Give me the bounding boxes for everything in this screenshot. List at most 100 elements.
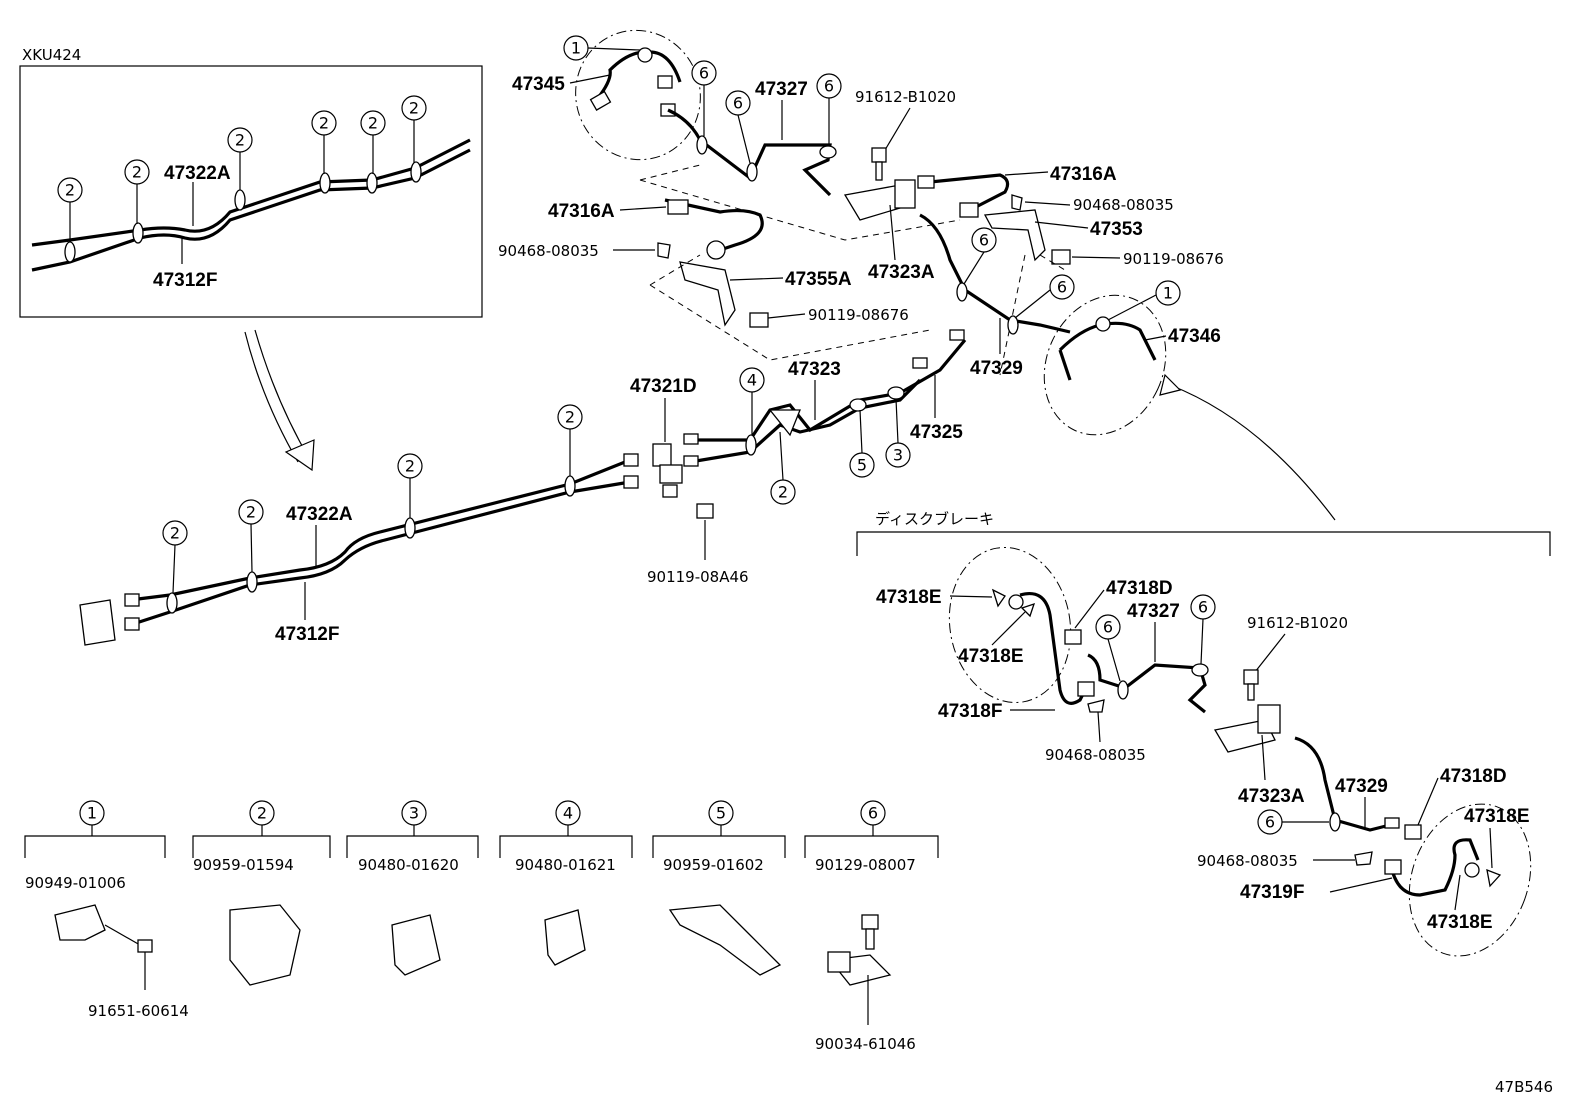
disc-label-47318e-3: 47318E bbox=[1464, 806, 1530, 827]
label-90119-mid: 90119-08676 bbox=[808, 306, 909, 324]
svg-text:2: 2 bbox=[246, 503, 256, 522]
legend-part-90959-01602: 90959-01602 bbox=[663, 856, 764, 874]
svg-text:4: 4 bbox=[563, 804, 573, 823]
label-47327: 47327 bbox=[755, 79, 808, 100]
legend: 1 90949-01006 91651-60614 2 90959-01594 … bbox=[24, 800, 939, 1053]
label-47323a: 47323A bbox=[868, 262, 935, 283]
svg-text:6: 6 bbox=[733, 94, 743, 113]
svg-text:2: 2 bbox=[405, 457, 415, 476]
svg-text:5: 5 bbox=[716, 804, 726, 823]
label-47316a-right: 47316A bbox=[1050, 164, 1117, 185]
disc-label-47329: 47329 bbox=[1335, 776, 1388, 797]
disc-brake-section: ディスクブレーキ 47318E 47318D 47318E 47318F 6 6… bbox=[856, 510, 1551, 957]
svg-text:2: 2 bbox=[409, 99, 419, 118]
legend-item-3: 3 90480-01620 bbox=[346, 800, 479, 976]
svg-text:6: 6 bbox=[1198, 598, 1208, 617]
disc-label-47327: 47327 bbox=[1127, 601, 1180, 622]
inset-label-47312f: 47312F bbox=[153, 270, 217, 291]
svg-text:4: 4 bbox=[747, 371, 757, 390]
inset-clamp-markers: 2 2 2 2 2 2 bbox=[57, 95, 427, 242]
label-47323: 47323 bbox=[788, 359, 841, 380]
hose-47318f bbox=[1019, 592, 1087, 705]
disc-title: ディスクブレーキ bbox=[875, 510, 994, 528]
legend-item-6: 6 90129-08007 90034-61046 bbox=[804, 800, 939, 1053]
svg-text:2: 2 bbox=[565, 408, 575, 427]
disc-label-47318e-2: 47318E bbox=[958, 646, 1024, 667]
legend-part-91651-60614: 91651-60614 bbox=[88, 1002, 189, 1020]
inset-title: XKU424 bbox=[22, 46, 81, 64]
legend-item-1: 1 90949-01006 91651-60614 bbox=[24, 800, 189, 1020]
disc-label-47318d-2: 47318D bbox=[1440, 766, 1507, 787]
disc-label-90468-a: 90468-08035 bbox=[1045, 746, 1146, 764]
inset-pipe-lower bbox=[31, 148, 471, 272]
svg-text:2: 2 bbox=[235, 131, 245, 150]
legend-part-90959-01594: 90959-01594 bbox=[193, 856, 294, 874]
svg-text:6: 6 bbox=[824, 77, 834, 96]
svg-text:1: 1 bbox=[87, 804, 97, 823]
svg-text:6: 6 bbox=[1265, 813, 1275, 832]
legend-part-90034-61046: 90034-61046 bbox=[815, 1035, 916, 1053]
hose-47316a-right bbox=[919, 173, 1010, 212]
main-middle-assembly: 47321D 90119-08A46 4 47323 5 3 47325 2 bbox=[630, 329, 967, 586]
disc-label-47318d-1: 47318D bbox=[1106, 578, 1173, 599]
disc-bracket bbox=[856, 531, 1551, 556]
main-upper-assembly: 1 47345 6 6 6 47327 91612-B1020 47323A 4… bbox=[498, 29, 1336, 521]
inset-frame bbox=[19, 65, 483, 318]
label-90468-right: 90468-08035 bbox=[1073, 196, 1174, 214]
disc-label-47319f: 47319F bbox=[1240, 882, 1304, 903]
svg-text:5: 5 bbox=[857, 456, 867, 475]
svg-text:2: 2 bbox=[132, 163, 142, 182]
pipe-47327 bbox=[667, 108, 832, 197]
svg-text:6: 6 bbox=[868, 804, 878, 823]
inset-pipe-upper bbox=[31, 138, 471, 247]
hose-47319f bbox=[1388, 838, 1480, 897]
inset-label-47322a: 47322A bbox=[164, 163, 231, 184]
pipe-47345 bbox=[596, 50, 682, 99]
label-47312f-main: 47312F bbox=[275, 624, 339, 645]
legend-item-4: 4 90480-01621 bbox=[499, 800, 633, 966]
svg-text:2: 2 bbox=[778, 483, 788, 502]
inset-clamps bbox=[64, 161, 422, 263]
label-47325: 47325 bbox=[910, 422, 963, 443]
svg-text:2: 2 bbox=[257, 804, 267, 823]
svg-text:6: 6 bbox=[699, 64, 709, 83]
legend-item-5: 5 90959-01602 bbox=[652, 800, 786, 976]
diagram-code: 47B546 bbox=[1495, 1078, 1553, 1096]
disc-label-47323a: 47323A bbox=[1238, 786, 1305, 807]
svg-text:3: 3 bbox=[409, 804, 419, 823]
label-47322a-main: 47322A bbox=[286, 504, 353, 525]
disc-label-90468-b: 90468-08035 bbox=[1197, 852, 1298, 870]
legend-item-2: 2 90959-01594 bbox=[192, 800, 331, 986]
legend-part-90480-01620: 90480-01620 bbox=[358, 856, 459, 874]
svg-text:3: 3 bbox=[893, 446, 903, 465]
disc-label-47318f: 47318F bbox=[938, 701, 1002, 722]
label-47321d: 47321D bbox=[630, 376, 697, 397]
svg-text:6: 6 bbox=[979, 231, 989, 250]
label-47355a: 47355A bbox=[785, 269, 852, 290]
svg-text:6: 6 bbox=[1103, 618, 1113, 637]
disc-label-91612-b1020: 91612-B1020 bbox=[1247, 614, 1348, 632]
svg-text:2: 2 bbox=[319, 114, 329, 133]
label-90119-right: 90119-08676 bbox=[1123, 250, 1224, 268]
label-90119-bottom: 90119-08A46 bbox=[647, 568, 749, 586]
pipe-47329 bbox=[919, 213, 1071, 334]
label-47316a-left: 47316A bbox=[548, 201, 615, 222]
label-91612-b1020: 91612-B1020 bbox=[855, 88, 956, 106]
label-47345: 47345 bbox=[512, 74, 565, 95]
label-47329: 47329 bbox=[970, 358, 1023, 379]
inset-arrow bbox=[254, 329, 311, 461]
svg-text:6: 6 bbox=[1057, 278, 1067, 297]
svg-text:2: 2 bbox=[368, 114, 378, 133]
label-90468-left: 90468-08035 bbox=[498, 242, 599, 260]
svg-text:2: 2 bbox=[170, 524, 180, 543]
main-long-pipe: 2 2 2 2 47322A 47312F bbox=[79, 404, 639, 646]
svg-text:1: 1 bbox=[571, 39, 581, 58]
svg-text:2: 2 bbox=[65, 181, 75, 200]
label-47346: 47346 bbox=[1168, 326, 1221, 347]
inset-xku424: XKU424 2 2 2 2 2 2 47322A 47312F bbox=[19, 46, 483, 318]
svg-text:1: 1 bbox=[1163, 284, 1173, 303]
legend-part-90949-01006: 90949-01006 bbox=[25, 874, 126, 892]
legend-part-90480-01621: 90480-01621 bbox=[515, 856, 616, 874]
disc-label-47318e-1: 47318E bbox=[876, 587, 942, 608]
legend-part-90129-08007: 90129-08007 bbox=[815, 856, 916, 874]
